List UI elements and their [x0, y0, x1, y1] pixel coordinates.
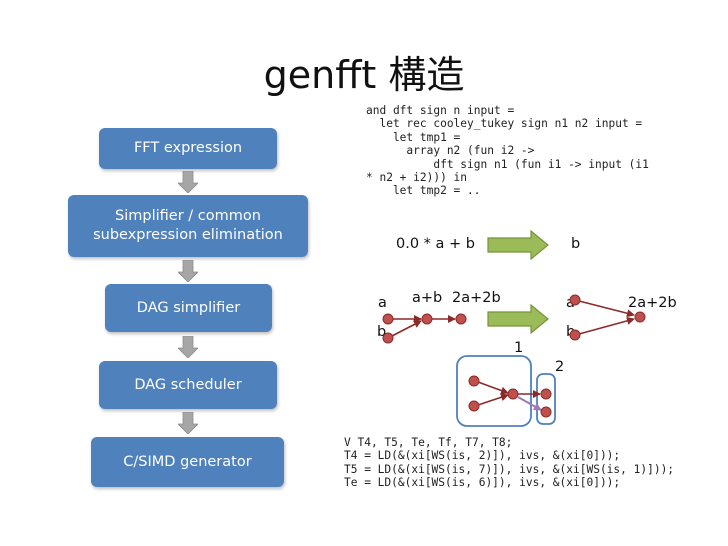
example2-left-b: b [377, 324, 387, 340]
pipeline-box-dag-simplifier: DAG simplifier [105, 284, 272, 332]
dag-node [455, 313, 467, 325]
dag-node [569, 329, 581, 341]
pipeline-label: Simplifier / common subexpression elimin… [93, 208, 283, 243]
example2-right-result: 2a+2b [628, 295, 677, 311]
right-arrow-icon [487, 230, 549, 260]
dag-schedule [456, 355, 556, 427]
dag-node [507, 388, 519, 400]
dag-edge [391, 320, 422, 337]
dag-edge [477, 393, 509, 406]
pipeline-box-fft-expression: FFT expression [99, 128, 277, 169]
pipeline-label: C/SIMD generator [123, 453, 252, 470]
schedule-label-1: 1 [514, 340, 524, 356]
dag-node [382, 313, 394, 325]
c-code-snippet: V T4, T5, Te, Tf, T7, T8; T4 = LD(&(xi[W… [344, 436, 675, 490]
dag-node [421, 313, 433, 325]
dag-node [540, 388, 552, 400]
dag-edge-scheduled [517, 396, 542, 411]
pipeline-label: FFT expression [133, 140, 243, 157]
dag-node [382, 332, 394, 344]
down-arrow-icon [178, 336, 198, 358]
pipeline-box-simplifier: Simplifier / common subexpression elimin… [68, 195, 308, 257]
ocaml-code-snippet: and dft sign n input = let rec cooley_tu… [366, 104, 649, 198]
down-arrow-icon [178, 260, 198, 282]
dag-node [569, 294, 581, 306]
pipeline-box-c-simd-generator: C/SIMD generator [91, 437, 284, 487]
right-arrow-icon [487, 304, 549, 334]
dag-node [540, 406, 552, 418]
example2-left-result: 2a+2b [452, 290, 501, 306]
schedule-block-2 [536, 373, 556, 425]
dag-edge [477, 381, 509, 395]
page-title: genfft 構造 [263, 53, 465, 97]
pipeline-label: DAG simplifier [136, 299, 241, 316]
example2-left-a: a [378, 295, 387, 311]
dag-left [382, 313, 467, 344]
schedule-block-1 [456, 355, 532, 427]
down-arrow-icon [178, 171, 198, 193]
example1-rhs: b [571, 236, 581, 252]
schedule-label-2: 2 [555, 359, 565, 375]
dag-edge [578, 300, 635, 318]
dag-node [468, 400, 480, 412]
dag-right [569, 294, 646, 341]
dag-node [634, 311, 646, 323]
example2-left-ab: a+b [412, 290, 443, 306]
example1-lhs: 0.0 * a + b [396, 236, 475, 252]
dag-edge [578, 316, 635, 335]
pipeline-label: DAG scheduler [134, 376, 242, 393]
down-arrow-icon [178, 412, 198, 434]
dag-node [468, 375, 480, 387]
pipeline-box-dag-scheduler: DAG scheduler [99, 361, 277, 409]
